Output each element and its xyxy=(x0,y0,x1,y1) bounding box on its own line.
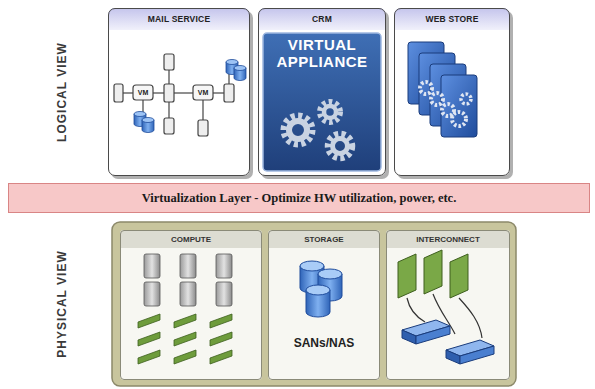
appliance-label: VIRTUAL APPLIANCE xyxy=(267,36,377,70)
view-label: LOGICAL VIEW xyxy=(55,42,69,142)
box-body xyxy=(108,8,510,176)
vm-label: VM xyxy=(138,89,149,96)
database-icon xyxy=(134,60,246,133)
box-title: WEB STORE xyxy=(395,9,509,30)
hardware-panel: STORAGE SANs/NAS xyxy=(268,230,380,380)
service-box: WEB STORE xyxy=(394,8,510,176)
box-title: CRM xyxy=(259,9,385,30)
box-header xyxy=(108,8,510,30)
panel-title: INTERCONNECT xyxy=(387,231,509,248)
layer-label: Virtualization Layer - Optimize HW utili… xyxy=(9,184,589,212)
storage-cylinder xyxy=(300,261,342,317)
panel-title: STORAGE xyxy=(269,231,379,248)
network-card xyxy=(398,250,468,298)
gear-icon xyxy=(284,102,352,158)
box-title: MAIL SERVICE xyxy=(109,9,249,30)
server-tower xyxy=(144,254,232,306)
virtualization-band: Virtualization Layer - Optimize HW utili… xyxy=(8,183,590,213)
web-server-card xyxy=(408,42,477,137)
appliance-panel xyxy=(263,33,381,171)
hardware-container xyxy=(112,222,516,386)
panel-body xyxy=(120,230,510,380)
service-box: MAIL SERVICE xyxy=(108,8,250,176)
circuit-board xyxy=(138,314,232,364)
network-switch xyxy=(402,320,494,364)
panel-title: COMPUTE xyxy=(121,231,261,248)
hardware-panel: COMPUTE xyxy=(120,230,262,380)
hardware-panel: INTERCONNECT xyxy=(386,230,510,380)
service-box: CRM VIRTUAL APPLIANCE xyxy=(258,8,386,176)
vm-label: VM xyxy=(198,89,209,96)
mail-network xyxy=(114,54,234,136)
panel-header xyxy=(120,230,510,248)
gear-icon xyxy=(420,82,471,126)
storage-label: SANs/NAS xyxy=(269,336,379,350)
view-label: PHYSICAL VIEW xyxy=(55,250,69,357)
